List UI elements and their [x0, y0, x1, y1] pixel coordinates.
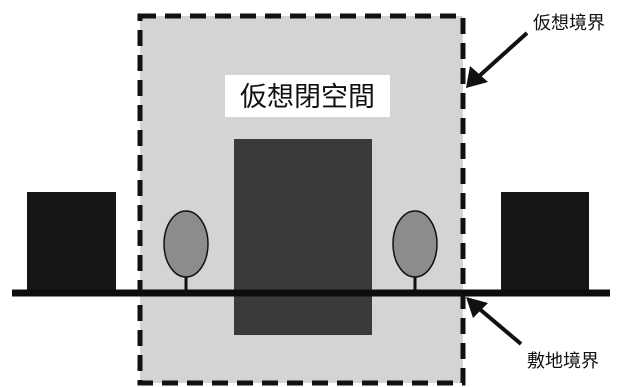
neighbor-building-right	[501, 192, 589, 293]
virtual-boundary-dashed	[137, 13, 466, 386]
tree-left	[163, 210, 209, 293]
tree-right-canopy	[392, 210, 438, 278]
main-building	[234, 139, 372, 335]
site-boundary-arrow	[466, 297, 523, 346]
virtual-space-label: 仮想閉空間	[240, 82, 375, 113]
neighbor-building-left	[27, 192, 116, 293]
virtual-boundary-arrow	[466, 31, 529, 88]
virtual-space-label-box	[225, 75, 390, 117]
tree-left-canopy	[163, 210, 209, 278]
site-boundary-label: 敷地境界	[527, 351, 599, 372]
virtual-boundary-label: 仮想境界	[533, 13, 605, 34]
tree-right	[392, 210, 438, 293]
